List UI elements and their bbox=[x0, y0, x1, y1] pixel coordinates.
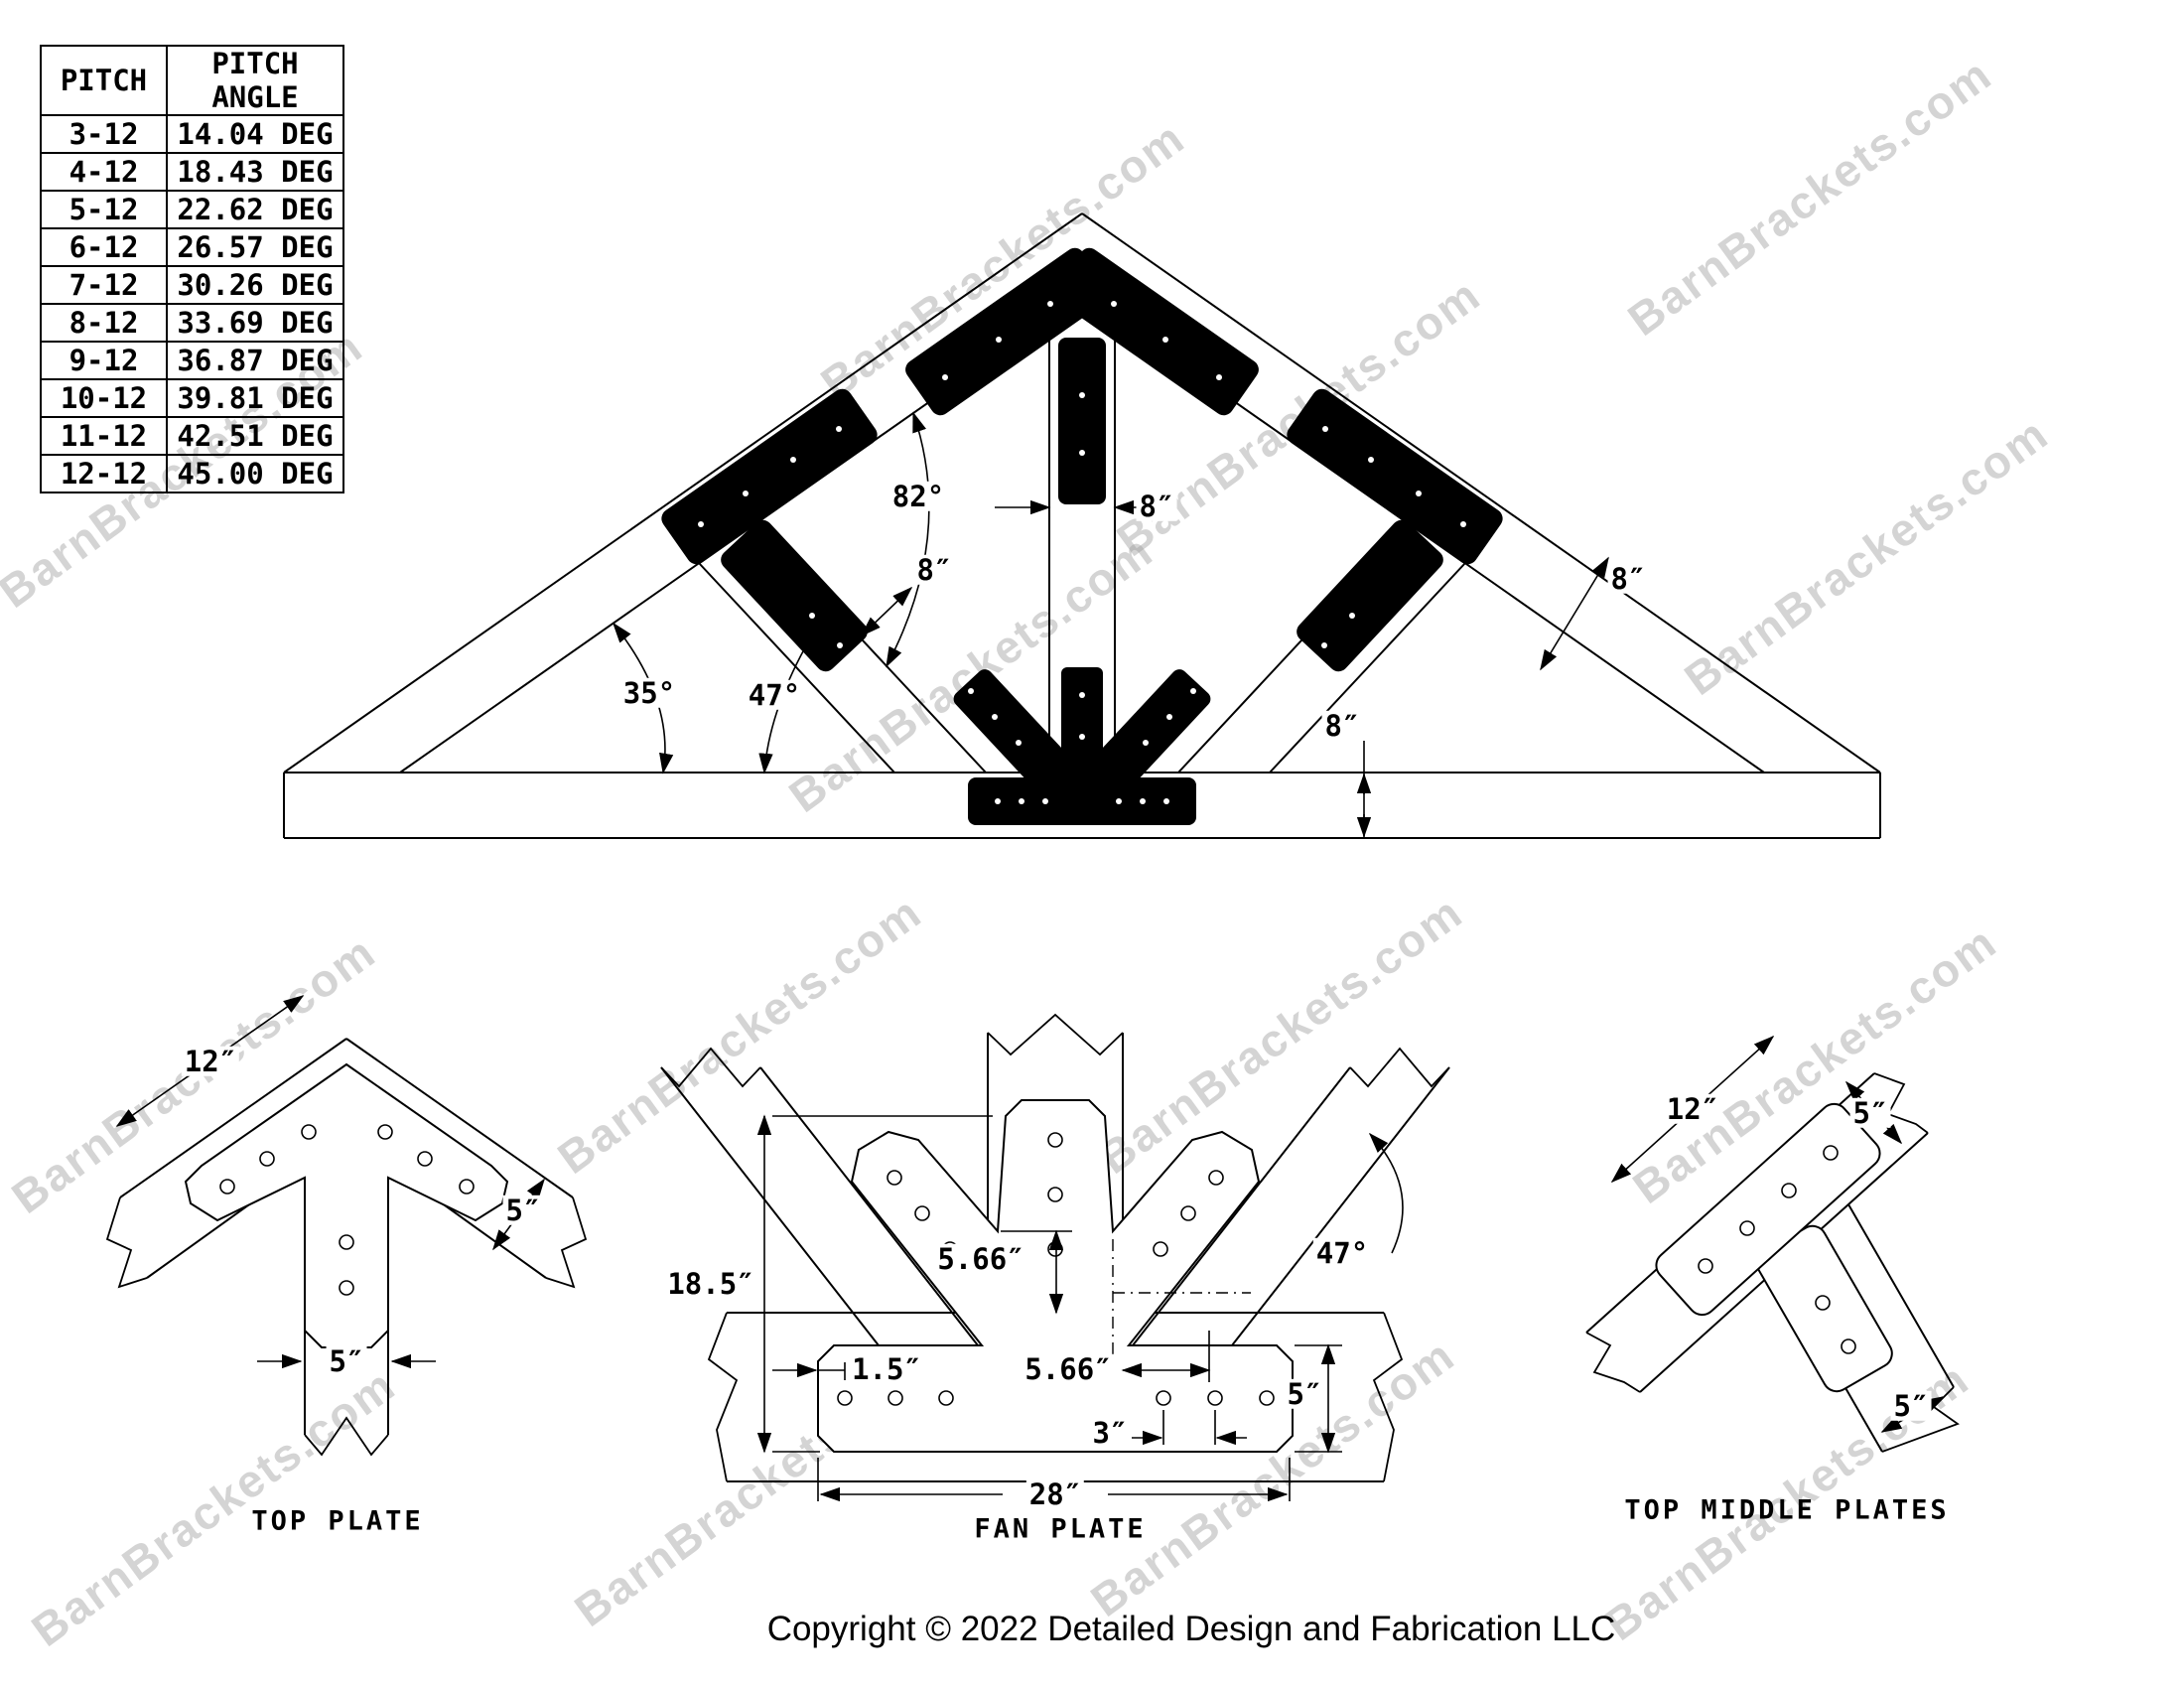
peak-bracket bbox=[905, 247, 1259, 504]
pitch-angle-value: 39.81 DEG bbox=[166, 378, 344, 418]
fan-plate-dims bbox=[756, 1114, 1404, 1502]
tmp-holes bbox=[1698, 1145, 1856, 1354]
top-plate-title: TOP PLATE bbox=[251, 1505, 424, 1537]
pitch-value: 9-12 bbox=[40, 341, 168, 380]
pitch-value: 3-12 bbox=[40, 114, 168, 154]
fan-bracket bbox=[953, 667, 1211, 825]
dim-label-truss-rafter-width: 8″ bbox=[1607, 563, 1649, 594]
truss-brackets bbox=[661, 247, 1503, 825]
dim-label-truss-kingpost-width: 8″ bbox=[1136, 491, 1177, 521]
pitch-header: PITCH bbox=[40, 45, 168, 116]
fan-plate-title: FAN PLATE bbox=[974, 1513, 1147, 1545]
left-mid-bracket bbox=[661, 388, 878, 672]
dim-label-truss-strut-width: 8″ bbox=[913, 554, 955, 585]
dim-rafter-8 bbox=[1540, 556, 1609, 671]
dim-label-fan-plate-5: 5″ bbox=[1284, 1378, 1325, 1409]
fan-beam-right-strut bbox=[1132, 1066, 1450, 1346]
pitch-angle-value: 45.00 DEG bbox=[166, 454, 344, 493]
dim-label-fan-plate-5-66-v: 5.66″ bbox=[934, 1243, 1027, 1274]
copyright-text: Copyright © 2022 Detailed Design and Fab… bbox=[766, 1610, 1616, 1648]
top-plate-outline bbox=[184, 1062, 509, 1348]
dim-label-truss-chord-depth: 8″ bbox=[1321, 710, 1363, 741]
pitch-angle-value: 18.43 DEG bbox=[166, 152, 344, 192]
dim-strut-8 bbox=[860, 586, 913, 637]
dim-label-fan-plate-28: 28″ bbox=[1025, 1478, 1085, 1509]
arc-82deg bbox=[886, 411, 930, 668]
dim-label-fan-plate-1-5: 1.5″ bbox=[849, 1353, 924, 1384]
dim-label-top-plate-12: 12″ bbox=[181, 1046, 240, 1076]
pitch-table-header-row: PITCH PITCH ANGLE bbox=[40, 45, 344, 116]
pitch-value: 11-12 bbox=[40, 416, 168, 456]
pitch-angle-value: 30.26 DEG bbox=[166, 265, 344, 305]
pitch-angle-value: 22.62 DEG bbox=[166, 190, 344, 229]
top-middle-plates-title: TOP MIDDLE PLATES bbox=[1624, 1494, 1950, 1526]
bracket-bolt-dots bbox=[698, 301, 1466, 804]
pitch-angle-value: 42.51 DEG bbox=[166, 416, 344, 456]
king-post bbox=[1048, 318, 1116, 773]
pitch-value: 12-12 bbox=[40, 454, 168, 493]
right-mid-bracket bbox=[1287, 388, 1503, 672]
dim-label-fan-plate-5-66-h: 5.66″ bbox=[1022, 1353, 1115, 1384]
dim-label-fan-plate-3: 3″ bbox=[1089, 1417, 1131, 1448]
pitch-value: 6-12 bbox=[40, 227, 168, 267]
top-plate-break-marks bbox=[105, 1196, 588, 1457]
dim-label-top-plate-5-side: 5″ bbox=[502, 1195, 544, 1225]
fan-reference-dashes bbox=[1112, 1239, 1251, 1382]
dim-label-fan-plate-47: 47° bbox=[1312, 1237, 1372, 1268]
pitch-value: 10-12 bbox=[40, 378, 168, 418]
dim-label-truss-angle-82: 82° bbox=[888, 481, 948, 511]
fan-arc-47 bbox=[1368, 1132, 1404, 1254]
fan-break-marks bbox=[660, 1013, 1450, 1482]
pitch-angle-value: 36.87 DEG bbox=[166, 341, 344, 380]
dim-label-tmp-5-top: 5″ bbox=[1849, 1097, 1891, 1128]
pitch-angle-value: 33.69 DEG bbox=[166, 303, 344, 343]
dim-label-truss-angle-47: 47° bbox=[745, 679, 804, 710]
dim-label-tmp-12: 12″ bbox=[1663, 1093, 1722, 1124]
dim-label-truss-angle-35: 35° bbox=[619, 677, 679, 708]
pitch-value: 8-12 bbox=[40, 303, 168, 343]
pitch-angle-value: 26.57 DEG bbox=[166, 227, 344, 267]
pitch-angle-header: PITCH ANGLE bbox=[166, 45, 344, 116]
dim-label-fan-plate-18-5: 18.5″ bbox=[664, 1268, 757, 1299]
pitch-angle-value: 14.04 DEG bbox=[166, 114, 344, 154]
pitch-value: 7-12 bbox=[40, 265, 168, 305]
top-plate-holes bbox=[219, 1124, 475, 1296]
tmp-plate bbox=[1655, 1102, 1893, 1393]
dim-label-top-plate-5-bottom: 5″ bbox=[326, 1345, 367, 1376]
pitch-value: 5-12 bbox=[40, 190, 168, 229]
dim-label-tmp-5-bottom: 5″ bbox=[1890, 1390, 1932, 1421]
pitch-value: 4-12 bbox=[40, 152, 168, 192]
